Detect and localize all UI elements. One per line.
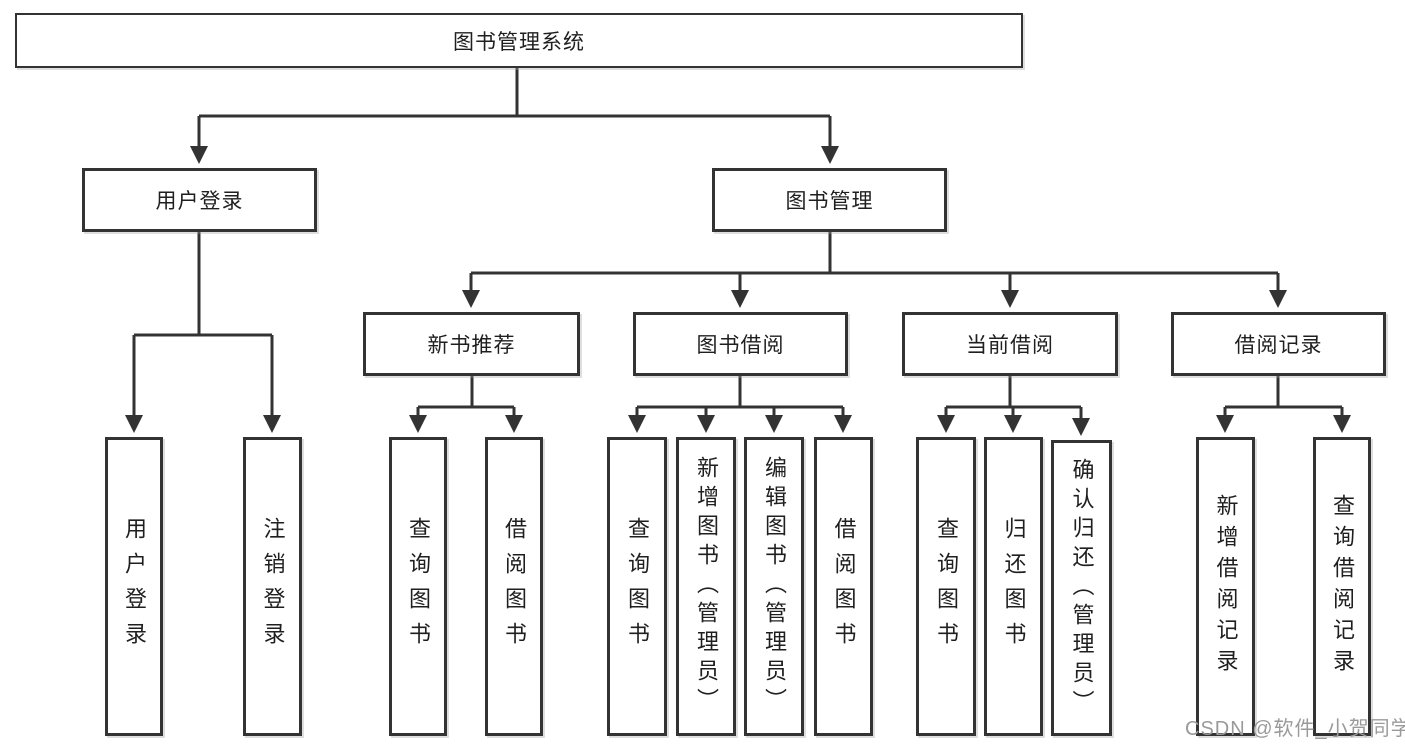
node-user-login: 用户登录 (82, 168, 317, 232)
leaf-bookborrow-add: 新增图书（管理员） (676, 437, 736, 736)
node-new-books-label: 新书推荐 (427, 334, 516, 357)
leaf-newbooks-borrow: 借阅图书 (485, 437, 543, 736)
leaf-currentborrow-confirm-label: 确认归还（管理员） (1069, 457, 1095, 719)
leaf-currentborrow-return-label: 归还图书 (1001, 516, 1027, 657)
leaf-bookborrow-edit: 编辑图书（管理员） (744, 437, 804, 736)
leaf-logout: 注销登录 (243, 437, 302, 736)
leaf-bookborrow-borrow-label: 借阅图书 (831, 516, 857, 657)
leaf-newbooks-query: 查询图书 (389, 437, 447, 736)
leaf-logout-label: 注销登录 (260, 516, 286, 657)
csdn-watermark: CSDN @软件_小贺同学 (1185, 718, 1405, 740)
node-book-mgmt: 图书管理 (712, 168, 947, 232)
leaf-currentborrow-query-label: 查询图书 (934, 516, 959, 657)
leaf-currentborrow-return: 归还图书 (984, 437, 1043, 736)
node-user-login-label: 用户登录 (155, 190, 244, 213)
node-book-borrow-label: 图书借阅 (696, 334, 785, 357)
node-book-mgmt-label: 图书管理 (785, 190, 874, 213)
leaf-user-login-label: 用户登录 (122, 516, 147, 657)
node-current-borrow: 当前借阅 (902, 312, 1118, 376)
leaf-newbooks-query-label: 查询图书 (406, 516, 431, 657)
leaf-records-query-label: 查询借阅记录 (1330, 493, 1355, 680)
leaf-currentborrow-query: 查询图书 (916, 437, 976, 736)
node-book-borrow: 图书借阅 (633, 312, 848, 376)
leaf-user-login: 用户登录 (105, 437, 163, 736)
leaf-bookborrow-query-label: 查询图书 (625, 516, 650, 657)
node-current-borrow-label: 当前借阅 (966, 334, 1054, 357)
leaf-bookborrow-edit-label: 编辑图书（管理员） (762, 456, 787, 717)
node-root-label: 图书管理系统 (453, 30, 585, 54)
leaf-newbooks-borrow-label: 借阅图书 (502, 516, 527, 657)
leaf-records-add-label: 新增借阅记录 (1213, 493, 1239, 680)
leaf-bookborrow-query: 查询图书 (607, 437, 667, 736)
node-borrow-records-label: 借阅记录 (1234, 334, 1323, 357)
leaf-records-add: 新增借阅记录 (1196, 437, 1255, 736)
leaf-bookborrow-borrow: 借阅图书 (814, 437, 873, 736)
node-new-books: 新书推荐 (363, 312, 580, 376)
node-borrow-records: 借阅记录 (1171, 312, 1386, 376)
node-root: 图书管理系统 (15, 13, 1023, 68)
leaf-currentborrow-confirm: 确认归还（管理员） (1051, 440, 1112, 736)
leaf-records-query: 查询借阅记录 (1313, 437, 1371, 736)
leaf-bookborrow-add-label: 新增图书（管理员） (694, 456, 719, 717)
